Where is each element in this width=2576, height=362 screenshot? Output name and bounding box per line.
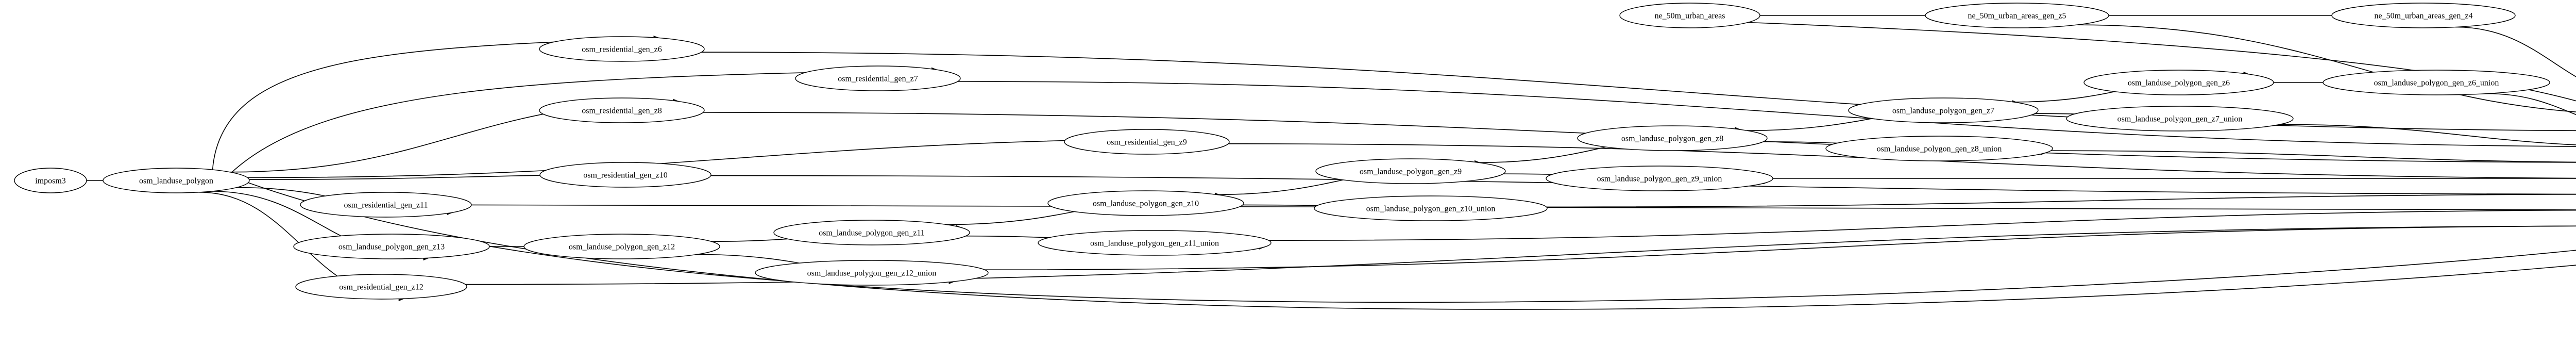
node-shape-osm_residential_gen_z10 [539,162,711,188]
node-osm_landuse_polygon_gen_z6: osm_landuse_polygon_gen_z6 [2083,70,2274,95]
node-label-osm_landuse_polygon_gen_z9_union: osm_landuse_polygon_gen_z9_union [1597,175,1722,184]
edge-osm_landuse_polygon-to-osm_residential_gen_z7 [231,67,938,173]
node-shape-osm_landuse_polygon_gen_z8_union [1825,136,2053,161]
node-label-osm_residential_gen_z7: osm_residential_gen_z7 [838,75,918,84]
node-osm_landuse_polygon_gen_z12_union: osm_landuse_polygon_gen_z12_union [755,260,989,286]
node-shape-osm_residential_gen_z12 [295,274,467,300]
node-shape-osm_landuse_polygon_gen_z6_union [2323,70,2550,95]
node-label-osm_landuse_polygon_gen_z12_union: osm_landuse_polygon_gen_z12_union [807,269,937,278]
node-label-osm_residential_gen_z10: osm_residential_gen_z10 [583,171,668,180]
node-label-ne_50m_urban_areas_gen_z4: ne_50m_urban_areas_gen_z4 [2374,12,2472,21]
node-shape-osm_residential_gen_z8 [539,97,705,123]
edge-osm_landuse_polygon-to-osm_residential_gen_z9 [247,136,1227,178]
node-label-osm_landuse_polygon_gen_z8_union: osm_landuse_polygon_gen_z8_union [1877,145,2002,154]
edges-layer [87,13,2576,310]
node-shape-osm_residential_gen_z9 [1064,129,1230,155]
node-osm_landuse_polygon_gen_z7: osm_landuse_polygon_gen_z7 [1848,97,2039,123]
node-label-osm_landuse_polygon_gen_z9: osm_landuse_polygon_gen_z9 [1360,168,1462,176]
node-shape-osm_residential_gen_z7 [795,65,961,91]
node-shape-osm_landuse_polygon_gen_z13 [293,234,490,259]
edge-osm_landuse_polygon_gen_z6_union-to-record:z6 [2486,93,2576,116]
node-osm_landuse_polygon_gen_z10: osm_landuse_polygon_gen_z10 [1047,190,1244,216]
edge-osm_landuse_polygon_gen_z11_union-to-record:z11 [1268,209,2576,241]
node-shape-ne_50m_urban_areas_gen_z5 [1925,3,2109,28]
edge-osm_landuse_polygon_gen_z7_union-to-record:z7 [2279,124,2576,145]
node-label-osm_landuse_polygon_gen_z10: osm_landuse_polygon_gen_z10 [1093,200,1199,208]
node-label-osm_landuse_polygon_gen_z13: osm_landuse_polygon_gen_z13 [338,243,445,252]
edge-ne_50m_urban_areas_gen_z4-to-record:z4 [2455,26,2576,77]
edge-osm_landuse_polygon_gen_z8_union-to-record:z8 [2050,150,2576,163]
node-osm_landuse_polygon: osm_landuse_polygon [103,168,250,193]
node-shape-osm_landuse_polygon_gen_z6 [2083,70,2274,95]
edge-ne_50m_urban_areas-to-record:z6 [1748,22,2576,102]
edge-osm_residential_gen_z7-to-record:z7 [957,81,2576,147]
node-shape-osm_residential_gen_z6 [539,36,705,62]
node-osm_landuse_polygon_gen_z11_union: osm_landuse_polygon_gen_z11_union [1038,230,1272,256]
node-shape-osm_landuse_polygon_gen_z10_union [1314,195,1548,221]
node-shape-imposm3 [14,168,87,193]
node-shape-osm_landuse_polygon_gen_z11 [773,220,970,245]
node-osm_residential_gen_z10: osm_residential_gen_z10 [539,162,711,188]
node-osm_landuse_polygon_gen_z9_union: osm_landuse_polygon_gen_z9_union [1546,166,1773,191]
node-osm_residential_gen_z12: osm_residential_gen_z12 [295,274,467,300]
nodes-layer: imposm3 osm_landuse_polygon osm_residentia… [14,3,2550,300]
node-osm_landuse_polygon_gen_z6_union: osm_landuse_polygon_gen_z6_union [2323,70,2550,95]
node-osm_residential_gen_z8: osm_residential_gen_z8 [539,97,705,123]
node-label-ne_50m_urban_areas: ne_50m_urban_areas [1655,12,1725,21]
node-label-osm_landuse_polygon: osm_landuse_polygon [139,177,213,186]
edge-osm_landuse_polygon_gen_z12_union-to-record:z12 [985,225,2576,270]
node-osm_landuse_polygon_gen_z8_union: osm_landuse_polygon_gen_z8_union [1825,136,2053,161]
node-osm_residential_gen_z11: osm_residential_gen_z11 [300,192,472,218]
node-label-osm_landuse_polygon_gen_z8: osm_landuse_polygon_gen_z8 [1621,135,1723,143]
edge-osm_landuse_polygon-to-osm_residential_gen_z6 [212,35,660,170]
node-shape-osm_landuse_polygon_gen_z7 [1848,97,2039,123]
node-ne_50m_urban_areas_gen_z5: ne_50m_urban_areas_gen_z5 [1925,3,2109,28]
node-label-osm_landuse_polygon_gen_z11_union: osm_landuse_polygon_gen_z11_union [1090,239,1219,248]
node-osm_residential_gen_z6: osm_residential_gen_z6 [539,36,705,62]
node-osm_residential_gen_z7: osm_residential_gen_z7 [795,65,961,91]
node-ne_50m_urban_areas: ne_50m_urban_areas [1619,3,1760,28]
node-label-osm_landuse_polygon_gen_z12: osm_landuse_polygon_gen_z12 [569,243,675,252]
node-shape-osm_residential_gen_z11 [300,192,472,218]
node-label-osm_residential_gen_z12: osm_residential_gen_z12 [339,283,423,292]
node-label-osm_landuse_polygon_gen_z6: osm_landuse_polygon_gen_z6 [2128,79,2230,88]
node-osm_landuse_polygon_gen_z10_union: osm_landuse_polygon_gen_z10_union [1314,195,1548,221]
node-osm_landuse_polygon_gen_z13: osm_landuse_polygon_gen_z13 [293,234,490,259]
node-shape-ne_50m_urban_areas [1619,3,1760,28]
node-shape-osm_landuse_polygon_gen_z12_union [755,260,989,286]
node-shape-osm_landuse_polygon_gen_z11_union [1038,230,1272,256]
node-shape-osm_landuse_polygon_gen_z8 [1577,125,1768,151]
node-label-imposm3: imposm3 [35,177,66,186]
node-osm_landuse_polygon_gen_z7_union: osm_landuse_polygon_gen_z7_union [2066,106,2294,131]
node-shape-osm_landuse_polygon_gen_z9 [1315,158,1506,184]
node-label-osm_residential_gen_z9: osm_residential_gen_z9 [1107,138,1187,147]
node-osm_landuse_polygon_gen_z12: osm_landuse_polygon_gen_z12 [523,234,720,259]
node-shape-osm_landuse_polygon [103,168,250,193]
node-osm_landuse_polygon_gen_z11: osm_landuse_polygon_gen_z11 [773,220,970,245]
node-label-osm_residential_gen_z8: osm_residential_gen_z8 [582,107,662,116]
node-ne_50m_urban_areas_gen_z4: ne_50m_urban_areas_gen_z4 [2331,3,2516,28]
node-label-osm_residential_gen_z6: osm_residential_gen_z6 [582,45,662,54]
node-shape-osm_landuse_polygon_gen_z12 [523,234,720,259]
node-shape-osm_landuse_polygon_gen_z9_union [1546,166,1773,191]
node-label-osm_landuse_polygon_gen_z7: osm_landuse_polygon_gen_z7 [1892,107,1994,116]
edge-osm_landuse_polygon_gen_z10_union-to-record:z10 [1546,194,2576,208]
node-label-osm_landuse_polygon_gen_z6_union: osm_landuse_polygon_gen_z6_union [2374,79,2499,88]
node-osm_landuse_polygon_gen_z8: osm_landuse_polygon_gen_z8 [1577,125,1768,151]
node-shape-osm_landuse_polygon_gen_z10 [1047,190,1244,216]
node-osm_residential_gen_z9: osm_residential_gen_z9 [1064,129,1230,155]
edge-ne_50m_urban_areas_gen_z5-to-record:z5 [2077,24,2576,113]
node-imposm3: imposm3 [14,168,87,193]
node-osm_landuse_polygon_gen_z9: osm_landuse_polygon_gen_z9 [1315,158,1506,184]
node-label-osm_landuse_polygon_gen_z10_union: osm_landuse_polygon_gen_z10_union [1366,205,1496,213]
node-label-ne_50m_urban_areas_gen_z5: ne_50m_urban_areas_gen_z5 [1968,12,2066,21]
node-shape-osm_landuse_polygon_gen_z7_union [2066,106,2294,131]
node-label-osm_landuse_polygon_gen_z11: osm_landuse_polygon_gen_z11 [819,229,925,238]
edge-osm_residential_gen_z6-to-record:z6 [701,52,2576,131]
node-label-osm_landuse_polygon_gen_z7_union: osm_landuse_polygon_gen_z7_union [2117,115,2243,124]
node-label-osm_residential_gen_z11: osm_residential_gen_z11 [344,201,428,210]
node-shape-ne_50m_urban_areas_gen_z4 [2331,3,2516,28]
